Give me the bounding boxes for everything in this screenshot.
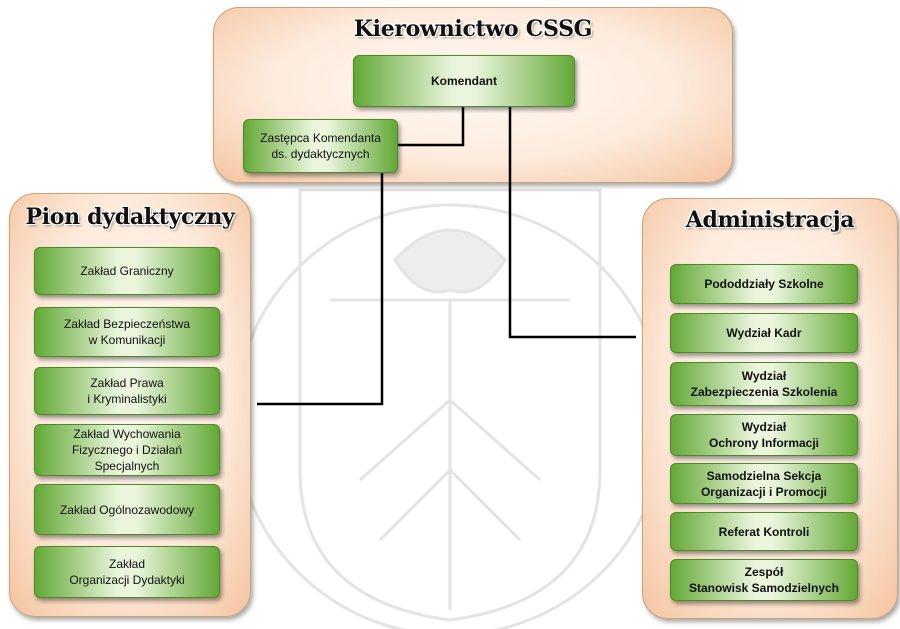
administration-item[interactable]: Wydział Zabezpieczenia Szkolenia (670, 362, 858, 406)
didactic-item[interactable]: Zakład Organizacji Dydaktyki (34, 546, 220, 598)
deputy-commander-box[interactable]: Zastępca Komendanta ds. dydaktycznych (243, 119, 398, 173)
administration-item[interactable]: Wydział Kadr (670, 313, 858, 353)
didactic-item[interactable]: Zakład Graniczny (34, 247, 220, 295)
didactic-item[interactable]: Zakład Wychowania Fizycznego i Działań S… (34, 424, 220, 476)
administration-item[interactable]: Samodzielna Sekcja Organizacji i Promocj… (670, 463, 858, 504)
administration-item[interactable]: Referat Kontroli (670, 512, 858, 551)
administration-title: Administracja (685, 207, 855, 233)
didactic-item[interactable]: Zakład Ogólnozawodowy (34, 484, 220, 535)
didactic-item[interactable]: Zakład Prawa i Kryminalistyki (34, 367, 220, 415)
management-title: Kierownictwo CSSG (353, 16, 593, 42)
administration-item[interactable]: Pododdziały Szkolne (670, 264, 858, 304)
didactic-title: Pion dydaktyczny (25, 204, 235, 230)
didactic-item[interactable]: Zakład Bezpieczeństwa w Komunikacji (34, 307, 220, 357)
administration-item[interactable]: Zespół Stanowisk Samodzielnych (670, 559, 858, 601)
administration-item[interactable]: Wydział Ochrony Informacji (670, 414, 858, 456)
administration-panel: Administracja (642, 198, 898, 619)
komendant-box[interactable]: Komendant (353, 55, 575, 107)
connector-deputy-didactic (257, 173, 384, 406)
